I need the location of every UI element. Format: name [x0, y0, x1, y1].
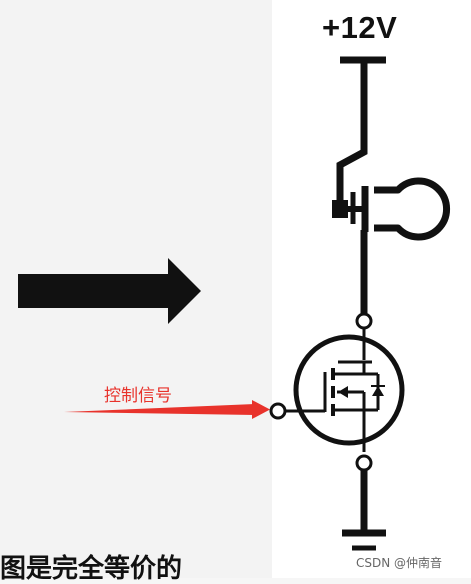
relay-switch-icon — [332, 186, 369, 232]
gate-terminal — [269, 402, 287, 420]
video-caption: 图是完全等价的 — [0, 554, 183, 584]
supply-wire — [336, 60, 368, 200]
control-signal-label: 控制信号 — [104, 386, 172, 406]
circuit-panel — [272, 0, 471, 578]
arrow-icon — [18, 258, 201, 324]
watermark: CSDN @仲南音 — [356, 556, 443, 570]
source-terminal — [355, 454, 373, 472]
control-signal-arrow — [64, 400, 270, 419]
ground-icon — [342, 529, 386, 551]
supply-voltage-label: +12V — [322, 10, 398, 45]
mosfet-icon — [286, 328, 405, 452]
lamp-icon — [374, 177, 450, 241]
drain-terminal — [355, 312, 373, 330]
